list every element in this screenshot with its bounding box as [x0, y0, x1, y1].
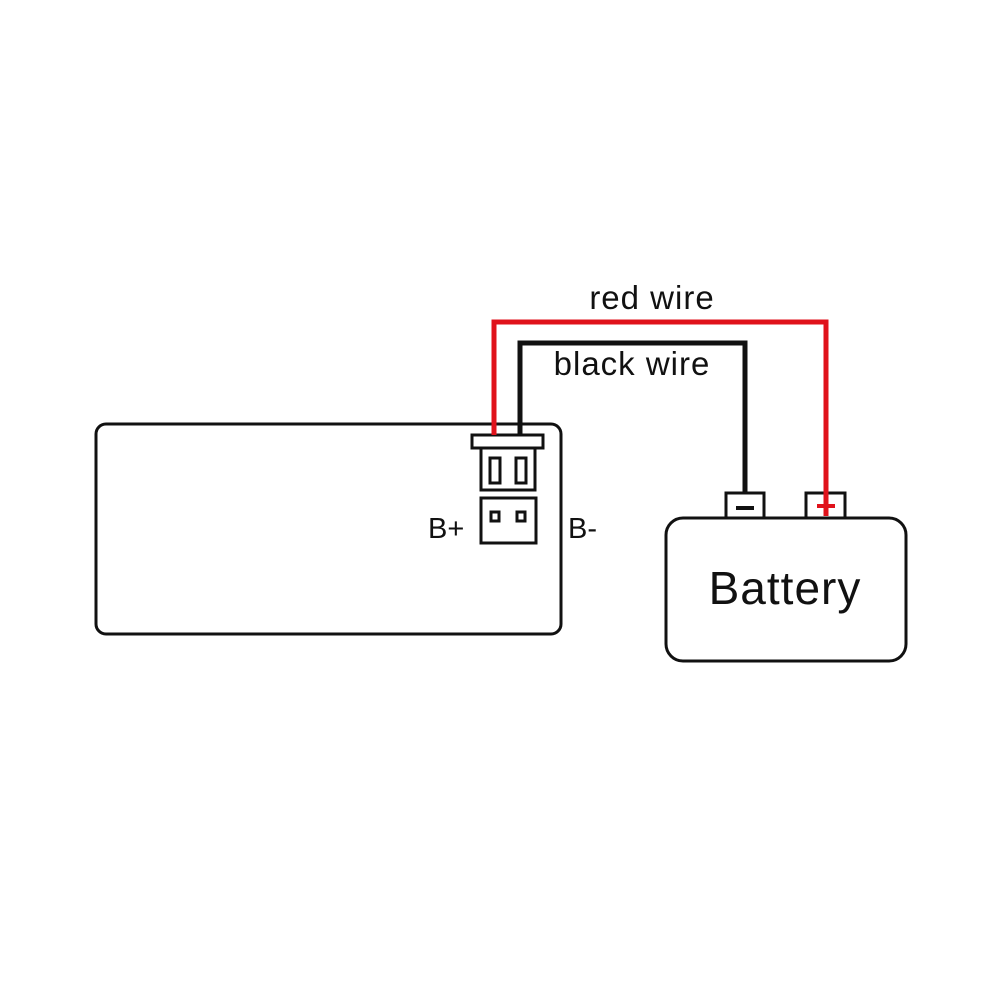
b-plus-label: B+ — [428, 513, 464, 545]
battery-negative-terminal — [724, 491, 766, 520]
wire-plug — [470, 433, 545, 492]
battery-body — [664, 516, 908, 663]
red-wire-label: red wire — [589, 279, 714, 316]
socket-pin-right — [515, 510, 527, 523]
battery: Battery — [664, 491, 908, 663]
plug-pin-left — [488, 456, 502, 485]
battery-label: Battery — [709, 562, 862, 614]
socket-housing — [479, 496, 538, 545]
board-socket — [479, 496, 538, 545]
minus-icon — [736, 506, 754, 510]
device-body — [94, 422, 563, 636]
black-wire-label: black wire — [554, 345, 711, 382]
red-wire — [491, 319, 829, 516]
black-wire — [517, 340, 748, 493]
plug-cap — [470, 433, 545, 450]
socket-pin-left — [489, 510, 501, 523]
plug-pin-right — [514, 456, 528, 485]
b-minus-label: B- — [568, 513, 597, 545]
